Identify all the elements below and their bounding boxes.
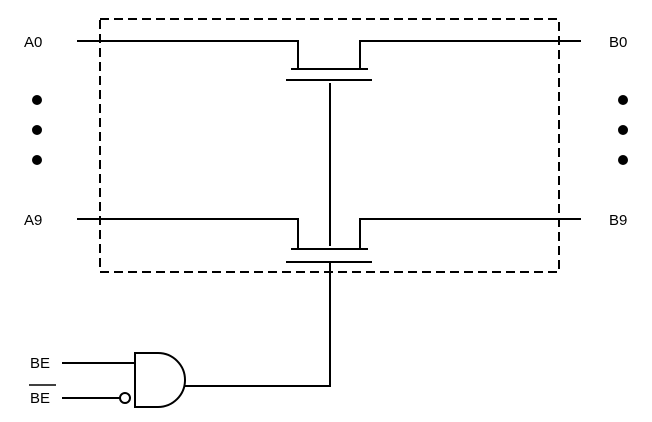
label-a0: A0 <box>24 34 42 51</box>
label-b9: B9 <box>609 212 627 229</box>
ellipsis-dot <box>32 95 42 105</box>
wire-a9 <box>77 218 299 250</box>
ellipsis-dot <box>618 155 628 165</box>
wire-b9 <box>359 218 581 250</box>
fet-switch-0 <box>77 40 581 81</box>
inverter-bubble <box>119 392 131 404</box>
label-be: BE <box>30 355 50 372</box>
ellipsis-dot <box>618 95 628 105</box>
label-a9: A9 <box>24 212 42 229</box>
and-gate <box>134 352 186 408</box>
fet-switch-9 <box>77 218 581 263</box>
ellipsis-dot <box>32 125 42 135</box>
label-b0: B0 <box>609 34 627 51</box>
wire-b0 <box>359 40 581 70</box>
ellipsis-dot <box>32 155 42 165</box>
label-be-bar: BE <box>30 390 50 407</box>
ellipsis-dot <box>618 125 628 135</box>
gate-drive-line <box>185 261 331 387</box>
wire-a0 <box>77 40 299 70</box>
